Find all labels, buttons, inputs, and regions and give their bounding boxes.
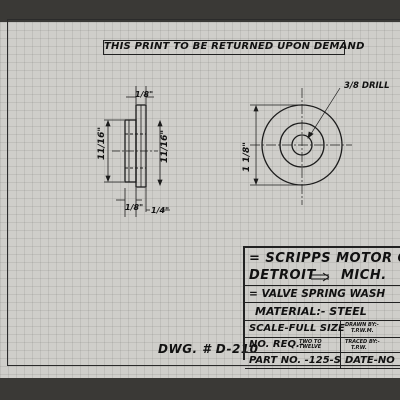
dim-drill: 3/8 DRILL bbox=[344, 81, 390, 91]
company-state: MICH. bbox=[341, 268, 387, 283]
company-city: DETROIT bbox=[249, 268, 316, 283]
dim-bottom-small: 1/8" bbox=[125, 203, 143, 212]
drawn-by-label: DRAWN BY:- bbox=[345, 322, 379, 328]
dim-top-small: 1/8" bbox=[135, 90, 153, 99]
material: MATERIAL:- STEEL bbox=[245, 303, 400, 321]
drawn-by: T.P.W.M. bbox=[351, 328, 374, 334]
part-number: PART NO. -125-S bbox=[245, 353, 341, 368]
company-name: = SCRIPPS MOTOR C bbox=[249, 251, 400, 266]
traced-by: T.P.W. bbox=[351, 345, 367, 351]
dim-left-tall: 11/16" bbox=[97, 127, 107, 160]
no-req-label: NO. REQ.- bbox=[249, 339, 304, 350]
scale: SCALE-FULL SIZE bbox=[245, 321, 345, 337]
no-req-value: TWO TO TWELVE bbox=[299, 339, 322, 350]
quantity-row: NO. REQ.- TWO TO TWELVE TRACED BY:- T.P.… bbox=[245, 338, 400, 353]
title-company-row: = SCRIPPS MOTOR C DETROIT MICH. bbox=[245, 248, 400, 286]
no-req-cell: NO. REQ.- bbox=[245, 338, 341, 352]
drawing-sheet bbox=[0, 22, 400, 378]
title-block: = SCRIPPS MOTOR C DETROIT MICH. = VALVE … bbox=[243, 246, 400, 369]
drawing-border bbox=[7, 19, 400, 366]
arrow-icon bbox=[311, 272, 330, 282]
return-notice: THIS PRINT TO BE RETURNED UPON DEMAND bbox=[103, 40, 364, 55]
dim-mid-tall: 11/16" bbox=[160, 130, 170, 163]
part-name: = VALVE SPRING WASH bbox=[245, 286, 400, 303]
dim-outer-diameter: 1 1/8" bbox=[242, 142, 252, 172]
grid-paper bbox=[0, 22, 400, 378]
date: DATE-NO bbox=[345, 355, 395, 366]
part-number-row: PART NO. -125-S DATE-NO bbox=[245, 353, 400, 369]
traced-by-label: TRACED BY:- bbox=[345, 339, 380, 345]
scale-row: SCALE-FULL SIZE DRAWN BY:- T.P.W.M. bbox=[245, 321, 400, 338]
drawing-number: DWG. # D-210 bbox=[158, 342, 259, 356]
dim-bottom-wide: 1/4" bbox=[151, 206, 169, 215]
